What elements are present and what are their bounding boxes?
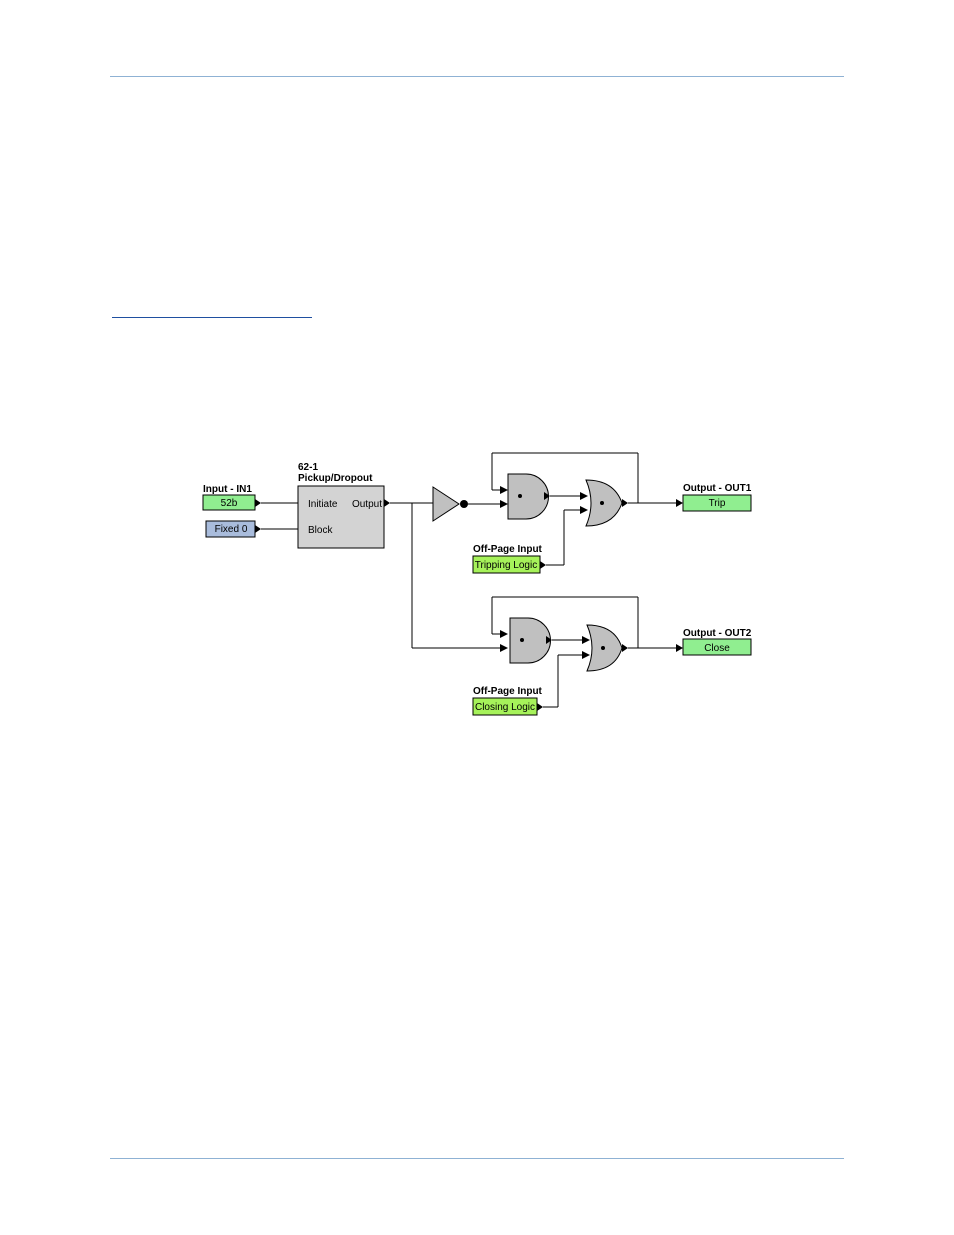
- output-out1-title: Output - OUT1: [683, 483, 752, 494]
- and-gate-1-port: [544, 492, 550, 500]
- and2-in-arrow-a: [500, 630, 508, 638]
- or-gate-2-port: [622, 644, 628, 652]
- link-underline[interactable]: [112, 317, 312, 318]
- out1-in-arrow: [676, 499, 683, 507]
- and-gate-2-dot: [520, 638, 524, 642]
- output-out1-value: Trip: [709, 498, 726, 509]
- logic-diagram: Input - IN1 52b Fixed 0 62-1 Pickup/Drop…: [202, 452, 752, 716]
- offpage-trip-title: Off-Page Input: [473, 544, 543, 555]
- offpage-trip-value: Tripping Logic: [475, 560, 537, 571]
- offpage-close-value: Closing Logic: [475, 702, 535, 713]
- or2-in-arrow-a: [582, 636, 590, 644]
- output-out1-box[interactable]: [682, 494, 752, 512]
- output-out2-value: Close: [704, 643, 730, 654]
- pickup-block-label: Block: [308, 525, 333, 536]
- not-gate-bubble: [460, 500, 468, 508]
- input-in1-value: 52b: [221, 498, 238, 509]
- pickup-title-1: 62-1: [298, 462, 318, 473]
- output-out2-box[interactable]: [682, 638, 752, 656]
- pickup-output-port: [384, 499, 390, 507]
- and-gate-2[interactable]: [509, 617, 551, 664]
- or-gate-2-dot: [601, 646, 605, 650]
- output-out2-title: Output - OUT2: [683, 628, 752, 639]
- out2-in-arrow: [676, 644, 683, 652]
- footer-rule: [110, 1158, 844, 1159]
- and-gate-1-dot: [518, 494, 522, 498]
- or-gate-1-dot: [600, 501, 604, 505]
- not-gate[interactable]: [432, 486, 460, 522]
- and2-in-arrow: [500, 644, 508, 652]
- and-gate-1[interactable]: [507, 473, 549, 520]
- and1-in-arrow-a: [500, 486, 508, 494]
- or-gate-1-port: [622, 499, 628, 507]
- fixed0-port: [255, 525, 261, 533]
- and-gate-2-port: [546, 636, 552, 644]
- or2-in-arrow-b: [582, 651, 590, 659]
- offpage-close-title: Off-Page Input: [473, 686, 543, 697]
- input-in1-port: [255, 499, 261, 507]
- pickup-title-2: Pickup/Dropout: [298, 473, 373, 484]
- fixed0-value: Fixed 0: [215, 524, 248, 535]
- header-rule: [110, 76, 844, 77]
- offpage-close-port: [537, 703, 543, 711]
- pickup-initiate-label: Initiate: [308, 499, 338, 510]
- pickup-output-label: Output: [352, 499, 382, 510]
- or1-in-arrow-a: [580, 492, 588, 500]
- or1-in-arrow-b: [580, 506, 588, 514]
- offpage-trip-port: [540, 561, 546, 569]
- and1-in-arrow-b: [500, 500, 508, 508]
- input-in1-title: Input - IN1: [203, 484, 252, 495]
- pickup-dropout-block[interactable]: [297, 485, 385, 549]
